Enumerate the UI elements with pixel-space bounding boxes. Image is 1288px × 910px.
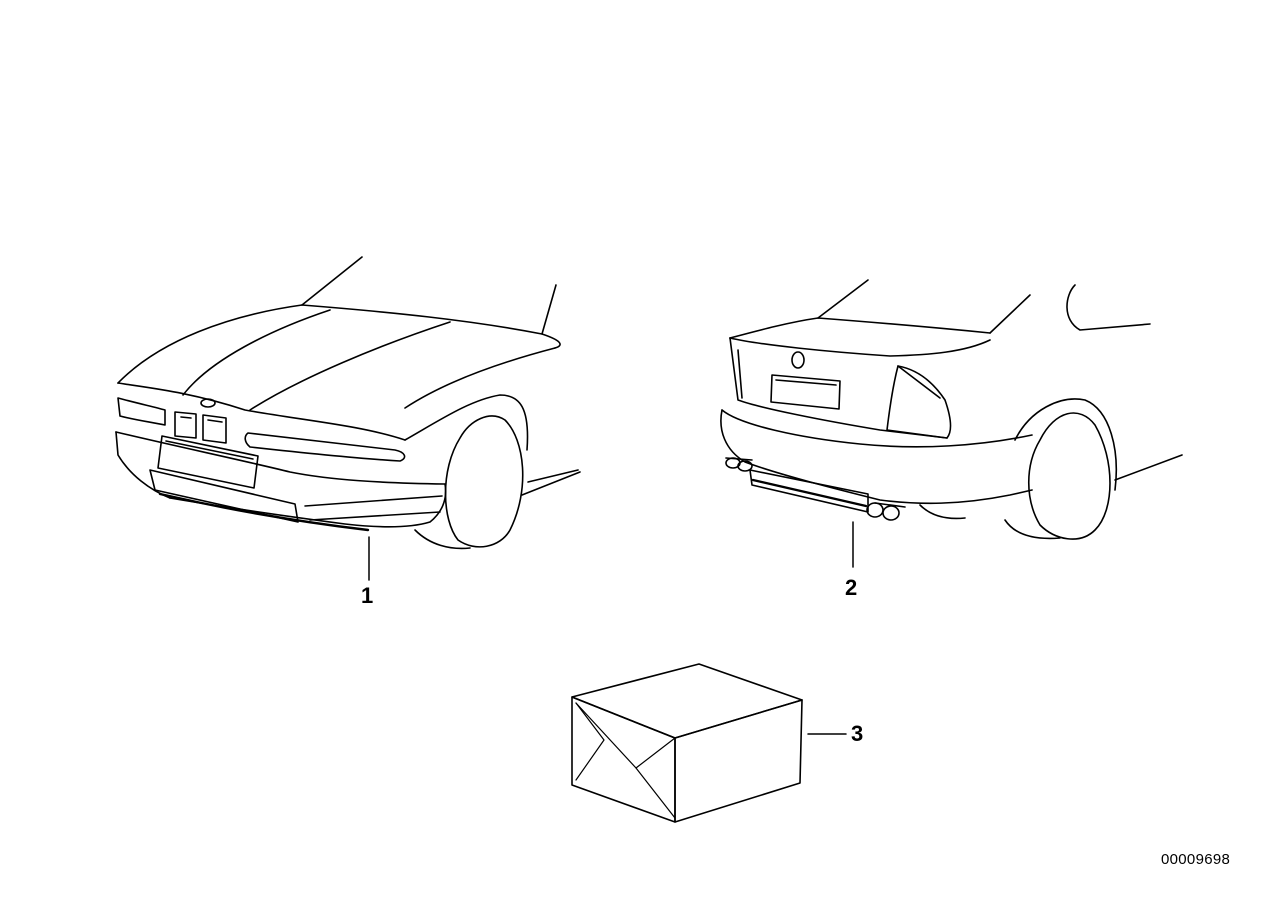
rear-car-illustration [720,279,1183,540]
callout-2-label: 2 [845,575,858,600]
callout-3-label: 3 [851,721,864,746]
document-number: 00009698 [1161,851,1231,868]
front-car-illustration [115,256,581,550]
box-illustration [571,663,803,823]
callout-1-label: 1 [361,583,374,608]
